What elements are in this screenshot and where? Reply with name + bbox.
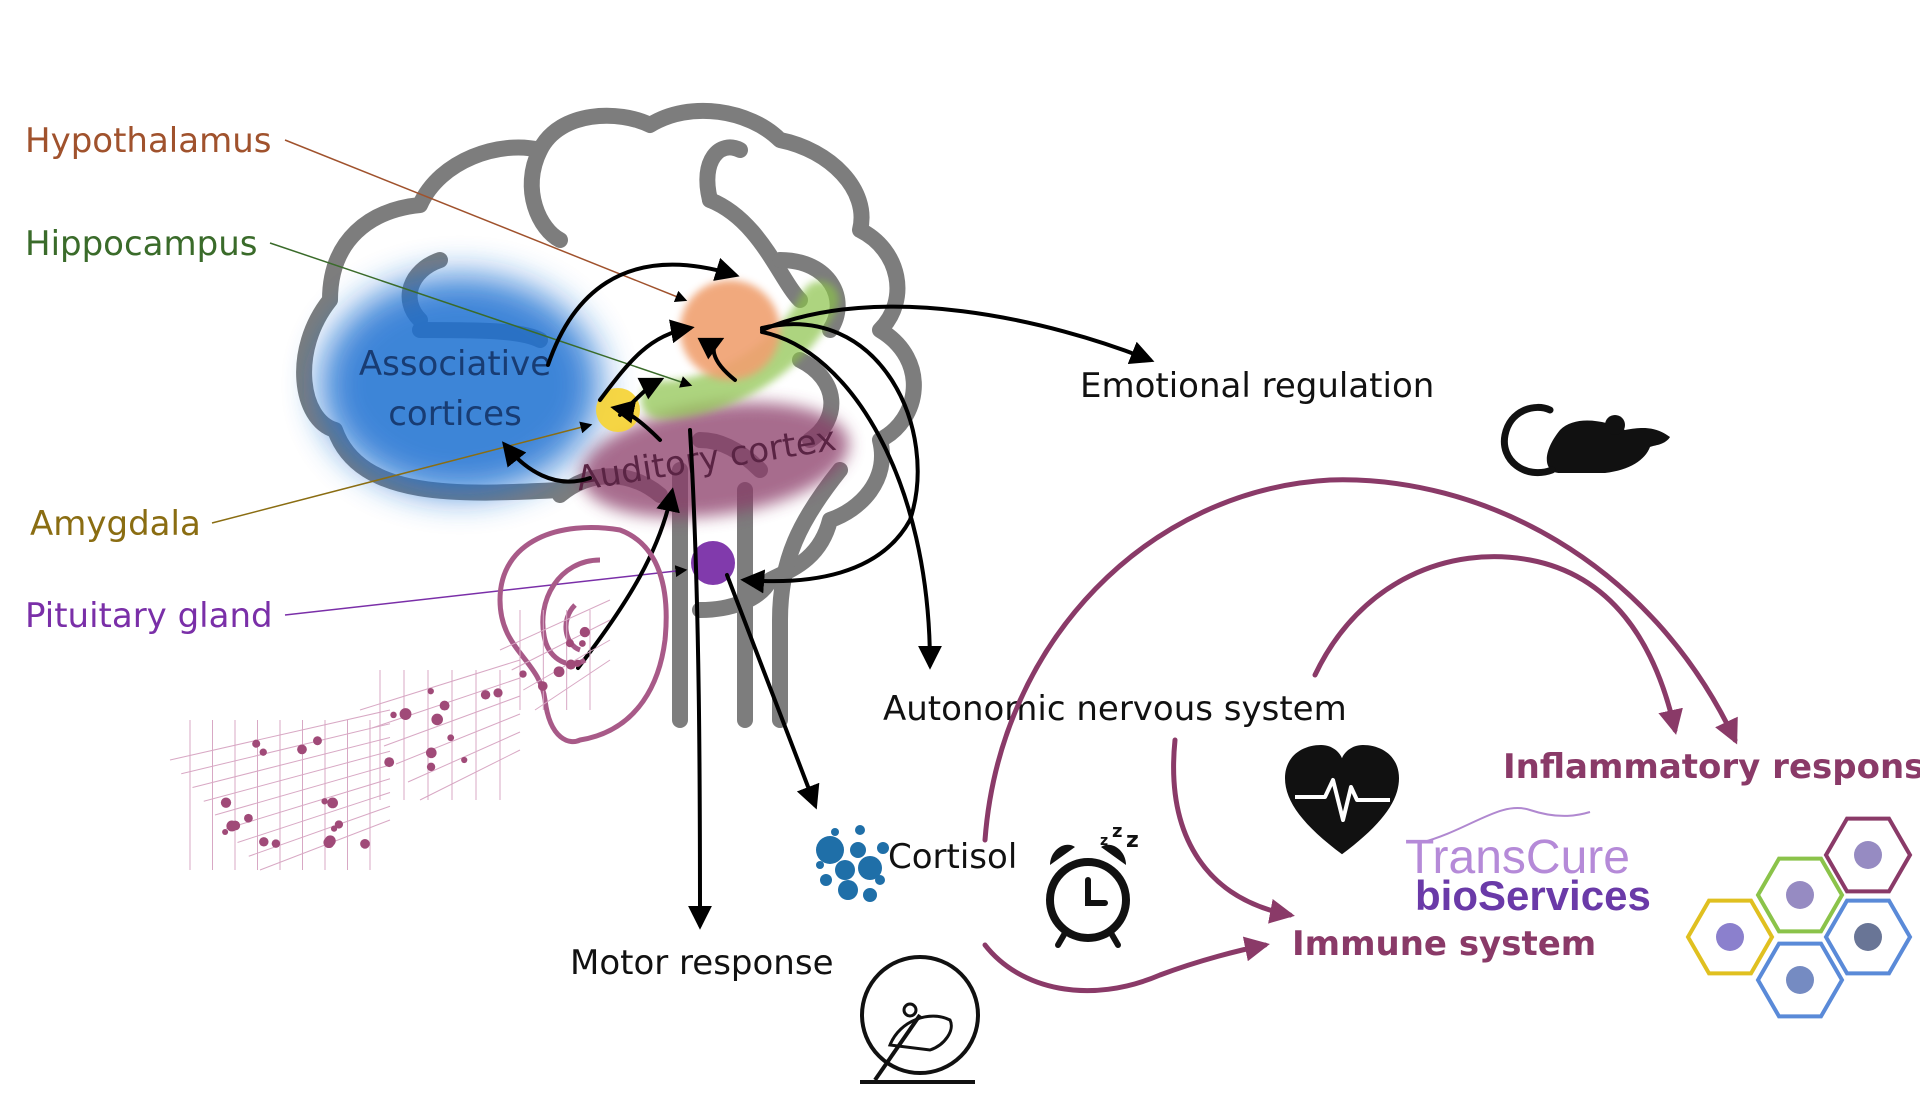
transcure-logo: TransCure bioServices: [1405, 808, 1651, 919]
motor-response-label: Motor response: [570, 943, 833, 983]
autonomic-label: Autonomic nervous system: [883, 689, 1347, 729]
mouse-icon: [1504, 407, 1670, 473]
svg-text:z: z: [1100, 833, 1108, 849]
hypothalamus-pointer: [285, 140, 685, 300]
alarm-clock-icon: z z z: [1050, 821, 1139, 945]
amygdala-label: Amygdala: [30, 504, 201, 544]
immune-system-label: Immune system: [1292, 924, 1596, 964]
associative-label-line2: cortices: [388, 394, 522, 434]
cortisol-bubbles-icon: [816, 825, 889, 902]
logo-line2: bioServices: [1415, 872, 1651, 919]
heart-rate-icon: [1285, 745, 1399, 854]
inflammatory-response-label: Inflammatory response: [1503, 747, 1920, 787]
hippocampus-label: Hippocampus: [25, 224, 257, 264]
pituitary-label: Pituitary gland: [25, 596, 273, 636]
hexagon-cluster-icon: [1688, 819, 1910, 1017]
svg-text:z: z: [1126, 828, 1139, 853]
svg-text:z: z: [1112, 821, 1122, 842]
brain-pathway-arrows: [505, 265, 1150, 925]
associative-label-line1: Associative: [359, 344, 551, 384]
cortisol-label: Cortisol: [888, 837, 1017, 877]
emotional-regulation-label: Emotional regulation: [1080, 366, 1434, 406]
running-wheel-icon: [860, 957, 978, 1082]
hypothalamus-label: Hypothalamus: [25, 121, 271, 161]
pituitary-pointer: [285, 570, 685, 615]
